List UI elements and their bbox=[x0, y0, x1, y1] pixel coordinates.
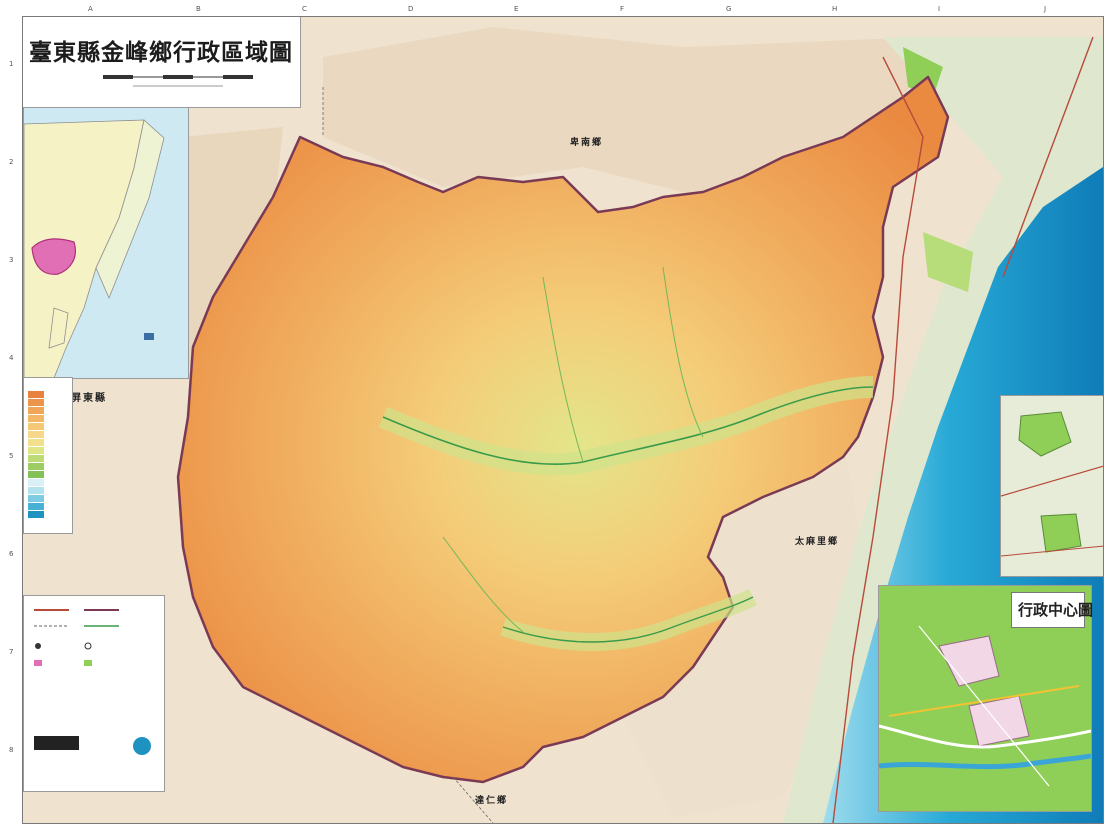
grid-col-label: A bbox=[88, 5, 93, 13]
elevation-swatch bbox=[28, 471, 44, 478]
grid-row-label: 1 bbox=[9, 60, 14, 68]
neighbor-border bbox=[452, 776, 494, 823]
grid-row-label: 3 bbox=[9, 256, 14, 264]
tributary bbox=[442, 536, 524, 633]
elevation-swatch bbox=[28, 415, 44, 422]
elevation-swatch bbox=[28, 463, 44, 470]
grid-row-label: 6 bbox=[9, 550, 14, 558]
grid-col-label: J bbox=[1044, 5, 1047, 13]
grid-col-label: D bbox=[408, 5, 414, 13]
elevation-swatch bbox=[28, 439, 44, 446]
locator-map bbox=[23, 108, 188, 379]
grid-row-label: 4 bbox=[9, 354, 14, 362]
elevation-swatch bbox=[28, 455, 44, 462]
elevation-swatch bbox=[28, 399, 44, 406]
admin-center-inset: 行政中心圖 bbox=[878, 585, 1093, 812]
symbol-legend bbox=[23, 595, 165, 792]
elevation-swatch bbox=[28, 479, 44, 486]
elevation-swatch bbox=[28, 511, 44, 518]
label-neighbor-beinan: 卑南鄉 bbox=[570, 138, 604, 148]
title-panel: 臺東縣金峰鄉行政區域圖 bbox=[23, 17, 301, 108]
green-valley bbox=[923, 232, 973, 292]
elevation-swatch bbox=[28, 503, 44, 510]
grid-col-label: H bbox=[832, 5, 838, 13]
admin-center-title: 行政中心圖 bbox=[1018, 601, 1094, 619]
grid-row-label: 5 bbox=[9, 452, 14, 460]
elevation-swatch bbox=[28, 423, 44, 430]
road bbox=[1002, 36, 1094, 278]
elevation-swatch bbox=[28, 391, 44, 398]
right-detail-map bbox=[1000, 396, 1103, 576]
river bbox=[382, 386, 874, 466]
grid-col-label: F bbox=[620, 5, 625, 13]
elevation-swatch bbox=[28, 495, 44, 502]
grid-col-label: I bbox=[938, 5, 941, 13]
label-neighbor-taimali: 太麻里鄉 bbox=[795, 537, 840, 547]
map-canvas bbox=[23, 17, 1103, 823]
grid-col-label: C bbox=[302, 5, 307, 13]
admin-center-title-box: 行政中心圖 bbox=[1011, 592, 1093, 628]
label-neighbor-pingtung: 屏東縣 bbox=[71, 393, 107, 404]
grid-row-label: 2 bbox=[9, 158, 14, 166]
tributary bbox=[542, 276, 584, 463]
grid-col-label: E bbox=[514, 5, 519, 13]
elevation-color-ramp bbox=[28, 390, 44, 519]
elevation-swatch bbox=[28, 431, 44, 438]
map-title: 臺東縣金峰鄉行政區域圖 bbox=[29, 39, 293, 66]
township-area bbox=[176, 75, 950, 784]
elevation-swatch bbox=[28, 447, 44, 454]
river bbox=[502, 596, 754, 643]
elevation-legend bbox=[23, 377, 73, 534]
tributary bbox=[662, 266, 704, 438]
right-detail-inset bbox=[1000, 395, 1103, 577]
locator-inset bbox=[23, 107, 189, 379]
grid-col-label: B bbox=[196, 5, 201, 13]
symbol-legend-graphics bbox=[34, 609, 151, 755]
scale-bar bbox=[103, 75, 253, 87]
grid-col-label: G bbox=[726, 5, 732, 13]
label-neighbor-daren: 達仁鄉 bbox=[475, 796, 509, 806]
grid-row-label: 8 bbox=[9, 746, 14, 754]
grid-row-label: 7 bbox=[9, 648, 14, 656]
elevation-swatch bbox=[28, 487, 44, 494]
map-frame: 屏東縣 太麻里鄉 達仁鄉 卑南鄉 臺東縣金峰鄉行政區域圖 bbox=[22, 16, 1104, 824]
road bbox=[832, 56, 924, 823]
elevation-swatch bbox=[28, 407, 44, 414]
